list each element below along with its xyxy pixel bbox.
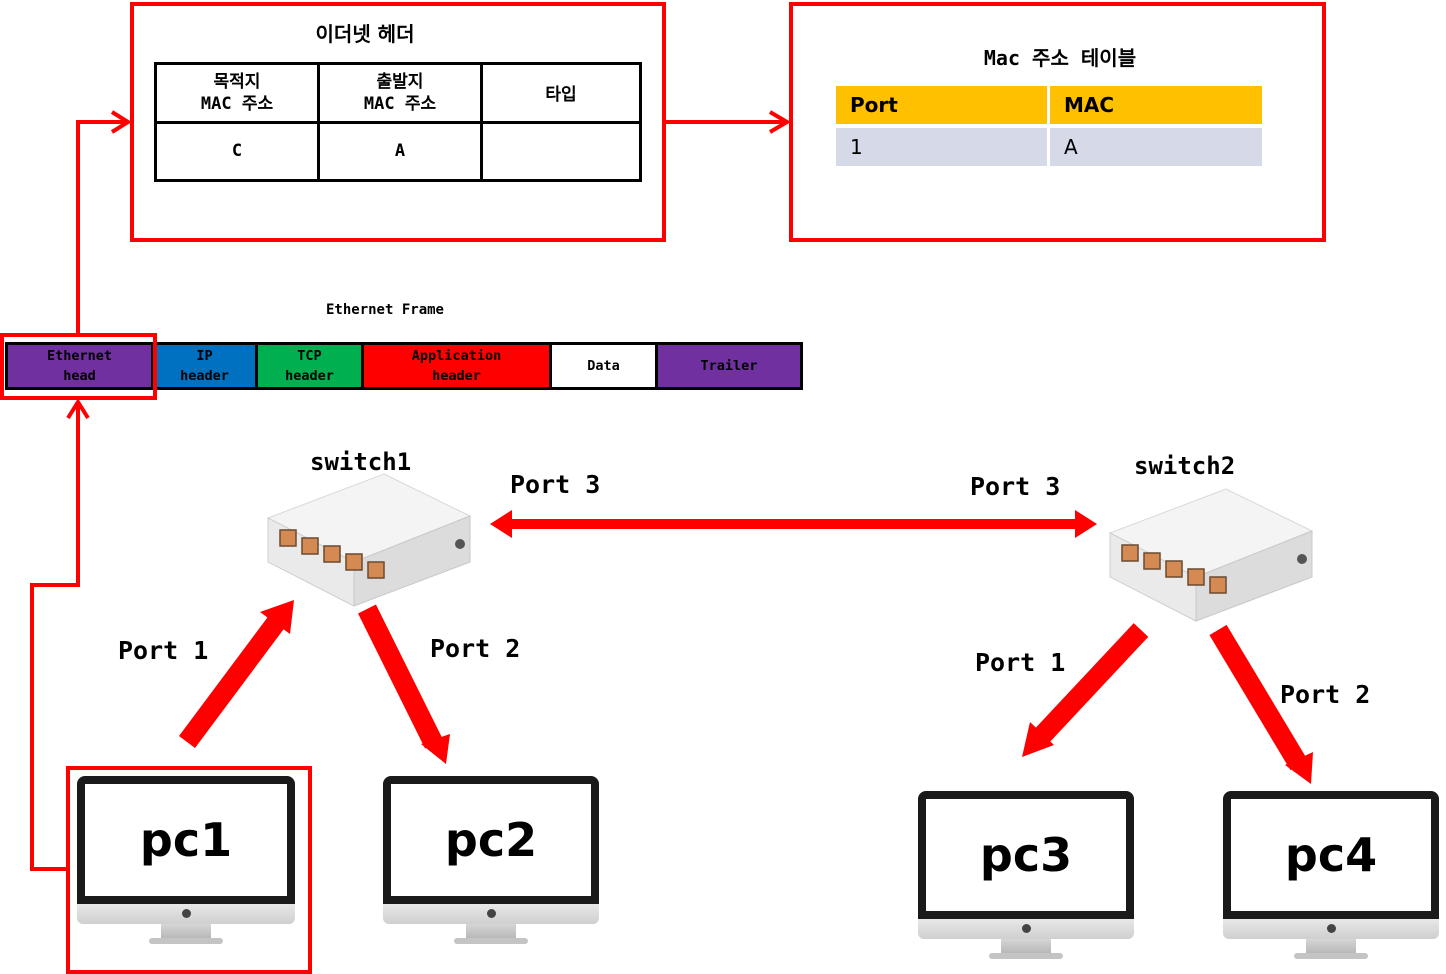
- arrowhead-sw1-pc2: [421, 734, 450, 764]
- pc1-label: pc1: [85, 784, 287, 896]
- sw2-pc3-arrow: [1030, 623, 1149, 747]
- frame-segment-ethernet-head: Ethernet head: [8, 345, 154, 387]
- pc1-to-frame-line: [30, 402, 80, 871]
- sw2-port1-label: Port 1: [975, 648, 1066, 677]
- ethernet-header-title: 이더넷 헤더: [315, 22, 415, 46]
- sw1-pc2-arrow: [358, 604, 443, 749]
- src-mac-header: 출발지 MAC 주소: [317, 62, 483, 124]
- mac-table-title: Mac 주소 테이블: [983, 46, 1137, 70]
- apple-logo-icon: [1327, 924, 1336, 933]
- switch2-label: switch2: [1134, 452, 1236, 480]
- frame-segment-application-header: Application header: [364, 345, 552, 387]
- pc4-computer[interactable]: pc4: [1223, 791, 1439, 961]
- pc3-computer[interactable]: pc3: [918, 791, 1134, 961]
- arrowhead-pc1-sw1: [260, 600, 294, 634]
- switch1-label: switch1: [310, 448, 412, 476]
- sw2-port2-label: Port 2: [1280, 680, 1371, 709]
- pc1-computer[interactable]: pc1: [77, 776, 295, 946]
- pc1-highlight: [66, 766, 312, 974]
- ethernet-header-box: [130, 2, 666, 242]
- ethernet-frame: Ethernet head IP header TCP header Appli…: [5, 342, 803, 390]
- mac-table-box: [789, 2, 1326, 242]
- switch2-icon: [1108, 488, 1314, 622]
- sw1-port1-label: Port 1: [118, 636, 209, 665]
- mac-address-table: Port MAC 1 A: [836, 86, 1262, 166]
- dest-mac-value: C: [154, 120, 320, 182]
- dest-mac-header: 목적지 MAC 주소: [154, 62, 320, 124]
- arrowhead-sw2-pc4: [1285, 752, 1313, 784]
- arrowhead-left-sw1: [490, 510, 512, 538]
- frame-segment-tcp-header: TCP header: [258, 345, 364, 387]
- arrowhead-right-header: [110, 110, 132, 134]
- arrowhead-right-mactable: [768, 110, 791, 134]
- switch1-icon: [266, 473, 472, 607]
- mac-table-cell-port: 1: [836, 128, 1047, 166]
- apple-logo-icon: [1022, 924, 1031, 933]
- pc1-sw1-arrow: [178, 610, 290, 748]
- mac-table-cell-mac: A: [1050, 128, 1262, 166]
- frame-segment-data: Data: [552, 345, 658, 387]
- ethernet-header-table: 목적지 MAC 주소 출발지 MAC 주소 타입 C A: [154, 62, 642, 182]
- frame-segment-ip-header: IP header: [154, 345, 258, 387]
- apple-logo-icon: [487, 909, 496, 918]
- sw1-port2-label: Port 2: [430, 634, 521, 663]
- frame-segment-trailer: Trailer: [658, 345, 800, 387]
- pc4-label: pc4: [1231, 799, 1431, 911]
- apple-logo-icon: [182, 909, 191, 918]
- arrowhead-right-sw2: [1075, 510, 1097, 538]
- mac-table-header-row: Port MAC: [836, 86, 1262, 124]
- frame-to-header-line: [76, 120, 127, 334]
- sw2-pc4-arrow: [1209, 624, 1308, 771]
- ethernet-frame-title: Ethernet Frame: [325, 302, 444, 318]
- type-value: [480, 120, 642, 182]
- mac-table-header-port: Port: [836, 86, 1047, 124]
- mac-table-header-mac: MAC: [1050, 86, 1262, 124]
- ethernet-head-highlight: [0, 333, 157, 400]
- src-mac-value: A: [317, 120, 483, 182]
- mac-table-row: 1 A: [836, 128, 1262, 166]
- type-header: 타입: [480, 62, 642, 124]
- sw2-port3-label: Port 3: [970, 472, 1061, 501]
- pc2-computer[interactable]: pc2: [383, 776, 599, 946]
- sw1-port3-label: Port 3: [510, 470, 601, 499]
- pc2-label: pc2: [391, 784, 591, 896]
- pc3-label: pc3: [926, 799, 1126, 911]
- arrowhead-sw2-pc3: [1022, 722, 1054, 757]
- arrowhead-up-frame: [66, 398, 90, 420]
